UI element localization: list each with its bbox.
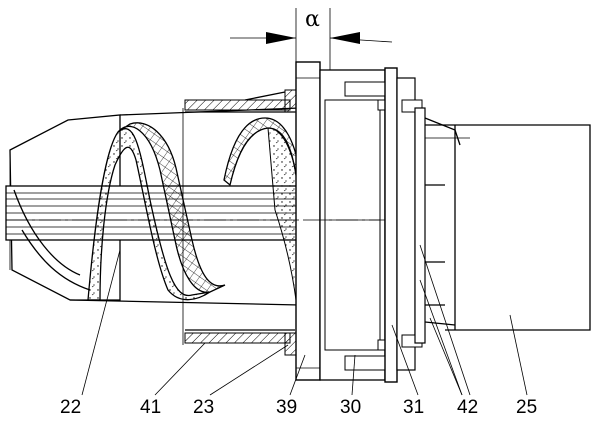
- flange-plate-39: [295, 61, 340, 381]
- label-22: 22: [60, 397, 81, 418]
- pipe-25: [425, 124, 591, 331]
- leader-lines: [81, 244, 528, 396]
- screw-flight: [13, 117, 301, 301]
- plate-31: [384, 67, 423, 383]
- label-23: 23: [193, 397, 214, 418]
- seal-ring-23: [244, 89, 298, 356]
- label-30: 30: [340, 397, 361, 418]
- housing-30: [319, 69, 387, 381]
- label-39: 39: [276, 397, 297, 418]
- dimension-alpha: α: [230, 7, 393, 95]
- dimension-arrow-left: [266, 32, 296, 44]
- label-41: 41: [140, 397, 161, 418]
- dimension-arrow-right: [330, 32, 360, 44]
- label-31: 31: [403, 397, 424, 418]
- reference-labels: 22 41 23 39 30 31 42 25: [60, 397, 537, 418]
- brackets-42: [414, 107, 461, 344]
- label-42: 42: [457, 397, 478, 418]
- dimension-alpha-label: α: [305, 7, 320, 32]
- label-25: 25: [516, 397, 537, 418]
